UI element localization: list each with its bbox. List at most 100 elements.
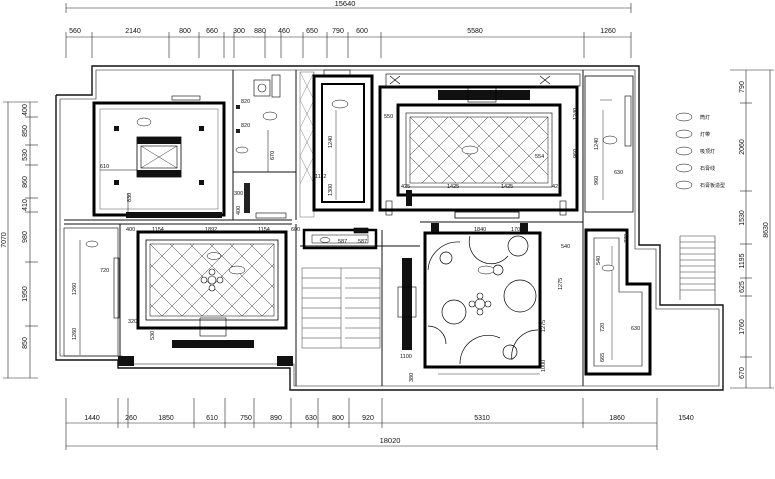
dim-1240a: 1240	[328, 136, 334, 148]
dim-630a: 630	[614, 170, 623, 176]
top-dim-6: 880	[254, 28, 266, 35]
left-dim-4: 860	[22, 176, 29, 188]
bottom-dim-6: 890	[270, 415, 282, 422]
top-dim-12: 1260	[600, 28, 616, 35]
left-dim-3: 530	[22, 149, 29, 161]
dim-425a: 425	[401, 184, 410, 190]
top-dim-11: 5580	[467, 28, 483, 35]
dim-1260a: 1260	[72, 283, 78, 295]
dim-400: 400	[236, 206, 242, 215]
dim-300: 300	[234, 191, 243, 197]
top-dim-5: 300	[233, 28, 245, 35]
top-dim-3: 800	[179, 28, 191, 35]
top-dim-4: 660	[206, 28, 218, 35]
top-dimension-chain	[65, 3, 632, 58]
right-dim-3: 1530	[739, 210, 746, 226]
dim-1275b: 1275	[541, 320, 547, 332]
small-rooms: 820 820 670 300 400	[234, 74, 287, 219]
legend-label-4: 石膏线	[700, 165, 715, 172]
left-dim-7: 1950	[22, 286, 29, 302]
room-top-left-ceiling: 610 830	[92, 95, 226, 218]
left-overall-dim: 7070	[1, 232, 8, 248]
dim-1275a: 1275	[558, 278, 564, 290]
top-dim-10: 600	[356, 28, 368, 35]
bottom-dim-8: 800	[332, 415, 344, 422]
dim-670: 670	[270, 151, 276, 160]
dim-1100: 1100	[400, 354, 412, 360]
chandelier-icon	[200, 268, 224, 292]
top-overall-dim: 15640	[335, 0, 356, 8]
legend-label-1: 筒灯	[700, 114, 710, 121]
dim-400b: 400	[126, 227, 135, 233]
left-segment-labels: 400 850 530 860 410 980 1950 850	[22, 104, 29, 349]
bottom-dim-7: 630	[305, 415, 317, 422]
top-dim-8: 650	[306, 28, 318, 35]
right-overall-dim: 8630	[763, 222, 770, 238]
dim-1840: 1840	[474, 227, 486, 233]
right-small-room: 1240 960 630	[584, 75, 634, 213]
door-window-marks	[353, 73, 581, 234]
dim-610: 610	[100, 164, 109, 170]
legend-item-4: 石膏线	[675, 163, 715, 173]
bottom-dim-11: 1860	[609, 415, 625, 422]
pendant-light-icon	[468, 292, 492, 316]
kitchen-ceiling: 540 770 540 720 630 665	[561, 228, 652, 376]
top-dim-7: 460	[278, 28, 290, 35]
dim-540b: 540	[596, 256, 602, 265]
bottom-dim-1: 1440	[84, 415, 100, 422]
legend-item-1: 筒灯	[675, 112, 710, 122]
legend-label-3: 吸顶灯	[700, 148, 715, 155]
master-bedroom-ceiling: 550 1240 960 425 1425 1425 425 554	[378, 85, 579, 219]
dim-830: 830	[127, 193, 133, 202]
dim-600: 600	[291, 227, 300, 233]
circle-pattern	[427, 235, 539, 365]
dim-1425b: 1425	[501, 184, 513, 190]
top-dim-9: 790	[332, 28, 344, 35]
exterior-stair	[679, 235, 716, 305]
bottom-dim-2: 260	[125, 415, 137, 422]
dim-1240b: 1240	[573, 108, 579, 120]
right-dim-1: 790	[739, 81, 746, 93]
dim-530: 530	[150, 331, 156, 340]
dim-425b: 425	[552, 184, 561, 190]
dim-1240c: 1240	[594, 138, 600, 150]
left-dim-1: 400	[22, 104, 29, 116]
right-dim-5: 625	[739, 281, 746, 293]
dim-1112: 1112	[315, 174, 326, 180]
dim-960b: 960	[594, 176, 600, 185]
legend-label-2: 灯带	[700, 131, 710, 138]
right-segment-labels: 790 2060 1530 1195 625 1760 670	[739, 81, 746, 379]
dim-380: 380	[409, 373, 415, 382]
right-dim-6: 1760	[739, 319, 746, 335]
dim-960a: 960	[573, 149, 579, 158]
bottom-dim-10: 5310	[474, 415, 490, 422]
top-dim-1: 560	[69, 28, 81, 35]
right-dimension-chain	[730, 69, 774, 389]
corridor-ceiling: 1240 1300 1112	[299, 69, 374, 218]
dim-820a: 820	[241, 99, 250, 105]
dim-587b: 587	[358, 239, 367, 245]
right-dim-7: 670	[739, 367, 746, 379]
dim-554: 554	[535, 154, 544, 160]
left-dim-5: 410	[22, 199, 29, 211]
right-dim-2: 2060	[739, 139, 746, 155]
right-dim-4: 1195	[739, 253, 746, 268]
dim-540a: 540	[561, 244, 570, 250]
diamond-grid-living	[149, 243, 275, 317]
dim-550: 550	[384, 114, 393, 120]
top-dim-2: 2140	[125, 28, 141, 35]
legend-item-3: 吸顶灯	[675, 146, 715, 156]
stair-top-box: 600 587 587	[291, 227, 378, 250]
lighting-legend: 筒灯 灯带 吸顶灯 石膏线 石膏板造型	[675, 112, 725, 190]
bottom-dimension-chain	[65, 398, 658, 450]
dim-1300: 1300	[328, 184, 334, 196]
dim-1260b: 1260	[72, 328, 78, 340]
bottom-segment-labels: 1440 260 1850 610 750 890 630 800 920 53…	[84, 415, 694, 422]
bottom-dim-5: 750	[240, 415, 252, 422]
dim-720b: 720	[600, 323, 606, 332]
left-dim-8: 850	[22, 337, 29, 349]
top-segment-labels: 560 2140 800 660 300 880 460 650 790 600…	[69, 28, 616, 35]
dim-1000: 1000	[541, 360, 547, 372]
dim-1700: 1700	[511, 227, 523, 233]
